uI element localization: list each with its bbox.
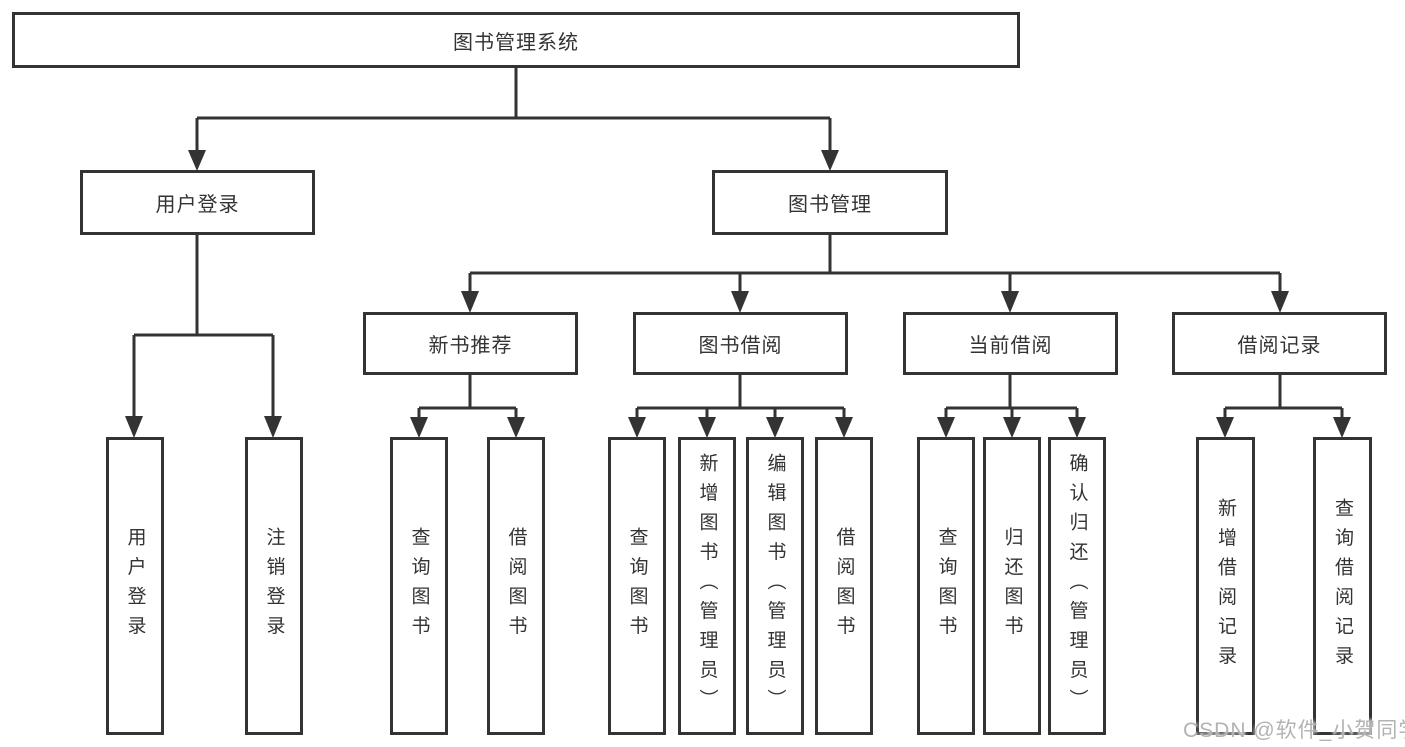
connector-new-book-recommend-children: [410, 375, 525, 438]
leaf-edit-books-admin: 编辑图书（管理员）: [746, 437, 804, 735]
csdn-watermark: CSDN @软件_小贺同学: [1183, 719, 1405, 742]
leaf-query-books-current: 查询图书: [917, 437, 975, 735]
node-new-book-recommend: 新书推荐: [363, 312, 578, 375]
leaf-borrow-books-recommend: 借阅图书: [487, 437, 545, 735]
connector-user-login-children: [125, 235, 282, 438]
leaf-query-books-borrow: 查询图书: [608, 437, 666, 735]
leaf-logout: 注销登录: [245, 437, 303, 735]
leaf-return-books: 归还图书: [983, 437, 1041, 735]
connector-root-to-level2: [188, 68, 839, 171]
leaf-user-login: 用户登录: [106, 437, 164, 735]
leaf-add-books-admin: 新增图书（管理员）: [678, 437, 736, 735]
node-user-login: 用户登录: [80, 170, 315, 235]
leaf-add-borrow-record: 新增借阅记录: [1196, 437, 1255, 735]
node-book-borrow: 图书借阅: [633, 312, 848, 375]
node-library-system: 图书管理系统: [12, 12, 1020, 68]
leaf-confirm-return-admin: 确认归还（管理员）: [1048, 437, 1106, 735]
leaf-borrow-books: 借阅图书: [815, 437, 873, 735]
leaf-query-books-recommend: 查询图书: [390, 437, 448, 735]
connector-current-borrow-children: [937, 375, 1086, 438]
connector-book-mgmt-to-level3: [461, 235, 1289, 313]
connector-borrow-records-children: [1216, 375, 1351, 438]
connector-book-borrow-children: [628, 375, 853, 438]
node-borrow-records: 借阅记录: [1172, 312, 1387, 375]
leaf-query-borrow-record: 查询借阅记录: [1313, 437, 1372, 735]
node-current-borrow: 当前借阅: [903, 312, 1118, 375]
node-book-management: 图书管理: [712, 170, 948, 235]
